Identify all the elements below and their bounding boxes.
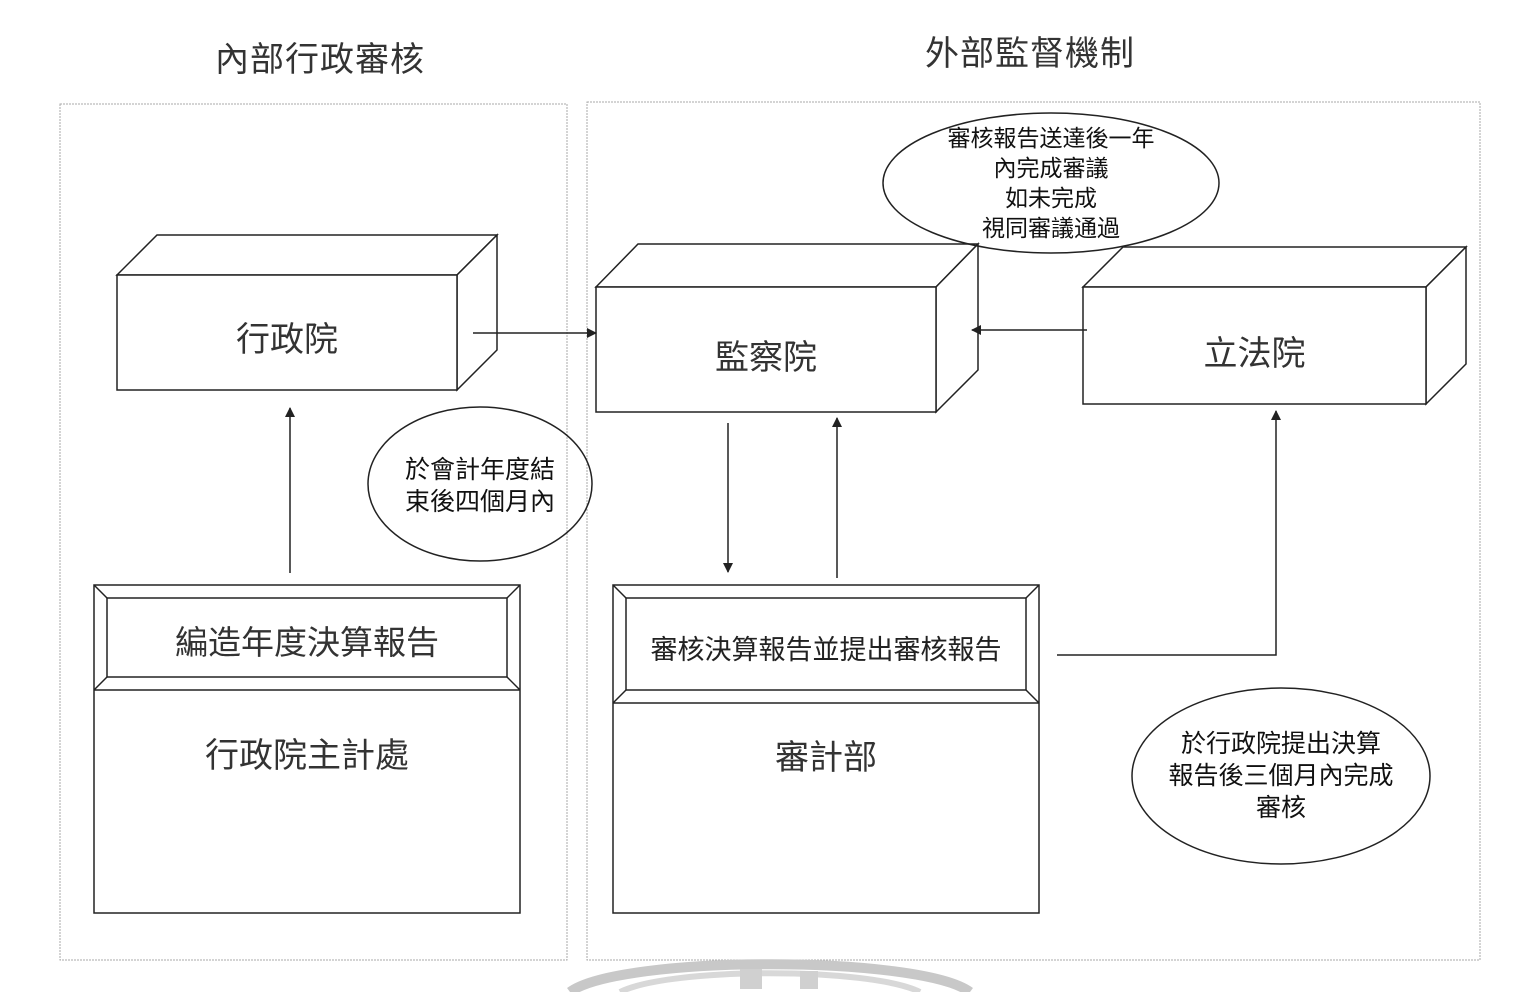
- internal-section-title: 內部行政審核: [215, 40, 425, 80]
- dgbas-box: [93, 584, 521, 914]
- note-line: 審核: [1255, 793, 1306, 822]
- audit-task-label: 審核決算報告並提出審核報告: [650, 635, 1002, 666]
- note-submission-deadline: 於會計年度結 束後四個月內: [372, 454, 588, 518]
- note-line: 報告後三個月內完成: [1168, 761, 1394, 790]
- executive-yuan-box: [115, 233, 499, 392]
- external-section-title: 外部監督機制: [925, 34, 1135, 74]
- control-yuan-box: [594, 242, 980, 414]
- dgbas-task-label: 編造年度決算報告: [175, 623, 439, 662]
- note-line: 束後四個月內: [404, 487, 555, 516]
- note-legislative-review: 審核報告送達後一年 內完成審議 如未完成 視同審議通過: [901, 124, 1201, 244]
- note-line: 於會計年度結: [404, 455, 555, 484]
- note-audit-deadline: 於行政院提出決算 報告後三個月內完成 審核: [1136, 728, 1426, 824]
- executive-yuan-label: 行政院: [236, 320, 338, 360]
- note-line: 如未完成: [1005, 186, 1097, 212]
- legislative-yuan-box: [1081, 245, 1468, 406]
- note-line: 審核報告送達後一年: [947, 126, 1155, 152]
- university-seal-watermark: [560, 955, 980, 992]
- note-line: 內完成審議: [993, 156, 1109, 182]
- note-ellipse-submission: [367, 406, 593, 562]
- note-line: 於行政院提出決算: [1180, 729, 1381, 758]
- control-yuan-label: 監察院: [715, 338, 817, 378]
- audit-office-box: [612, 584, 1040, 914]
- external-panel: [586, 101, 1481, 961]
- note-line: 視同審議通過: [982, 216, 1120, 242]
- audit-office-label: 審計部: [775, 738, 877, 778]
- arrow-audit-to-legislative: [1057, 410, 1281, 656]
- legislative-yuan-label: 立法院: [1203, 334, 1306, 374]
- note-ellipse-legislative: [882, 112, 1220, 254]
- note-ellipse-audit: [1131, 687, 1431, 865]
- dgbas-label: 行政院主計處: [205, 736, 409, 776]
